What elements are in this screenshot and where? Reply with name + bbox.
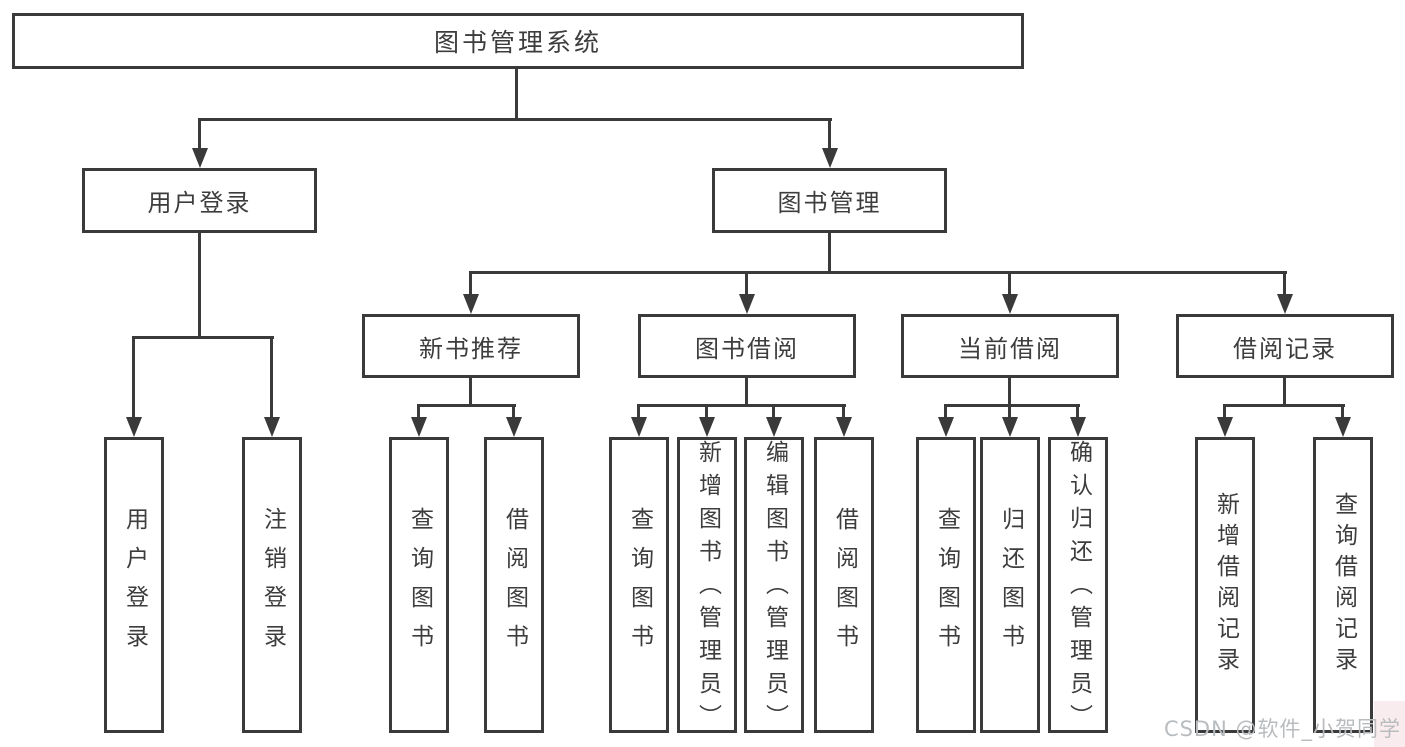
leaf-query-books-current: 查询图书 [916,437,976,733]
node-label: 编辑图书（管理员） [761,440,788,737]
leaf-logout: 注销登录 [242,437,302,733]
node-label: 用户登录 [121,507,148,663]
arrow-down-icon [739,294,755,314]
arrow-down-icon [1335,417,1351,437]
connector-line [745,271,748,299]
node-label: 查询图书 [406,507,433,663]
node-label: 查询图书 [933,507,960,663]
connector-line [1008,378,1011,407]
node-label: 查询图书 [626,507,653,663]
connector-line [270,336,273,419]
leaf-edit-book-admin: 编辑图书（管理员） [744,437,804,737]
connector-line [417,404,420,421]
node-current-borrowing: 当前借阅 [901,314,1119,378]
arrow-down-icon [1002,417,1018,437]
node-label: 新书推荐 [419,334,523,363]
arrow-down-icon [1002,294,1018,314]
arrow-down-icon [192,148,208,168]
connector-line [1076,404,1079,421]
node-label: 借阅记录 [1233,334,1337,363]
leaf-return-book: 归还图书 [980,437,1040,733]
leaf-borrow-books-recommendation: 借阅图书 [484,437,544,733]
arrow-down-icon [836,417,852,437]
node-label: 借阅图书 [501,507,528,663]
node-label: 归还图书 [997,507,1024,663]
connector-line [1223,404,1345,407]
connector-line [637,404,640,421]
node-book-management: 图书管理 [712,168,947,233]
leaf-query-borrow-record: 查询借阅记录 [1313,437,1373,733]
node-label: 新增借阅记录 [1212,492,1239,678]
arrow-down-icon [631,417,647,437]
connector-line [469,271,1287,274]
connector-line [828,118,831,152]
connector-line [198,118,201,152]
connector-line [944,404,947,421]
connector-line [132,336,274,339]
arrow-down-icon [766,417,782,437]
connector-line [772,404,775,421]
connector-line [1341,404,1344,421]
watermark-tint [1374,701,1405,747]
leaf-user-login: 用户登录 [104,437,164,733]
node-new-book-recommendation: 新书推荐 [362,314,580,378]
arrow-down-icon [938,417,954,437]
arrow-down-icon [463,294,479,314]
connector-line [1008,271,1011,299]
arrow-down-icon [822,148,838,168]
connector-line [512,404,515,421]
node-label: 借阅图书 [831,507,858,663]
leaf-add-borrow-record: 新增借阅记录 [1195,437,1255,733]
node-label: 注销登录 [259,507,286,663]
connector-line [469,378,472,407]
connector-line [842,404,845,421]
leaf-query-books-borrowing: 查询图书 [609,437,669,733]
connector-line [1283,271,1286,299]
connector-line [132,336,135,419]
node-book-borrowing: 图书借阅 [638,314,856,378]
csdn-watermark: CSDN @软件_小贺同学 [1163,717,1401,741]
connector-line [469,271,472,299]
connector-line [705,404,708,421]
arrow-down-icon [126,417,142,437]
leaf-query-books-recommendation: 查询图书 [389,437,449,733]
node-label: 新增图书（管理员） [694,440,721,737]
node-label: 图书管理 [777,189,882,217]
arrow-down-icon [411,417,427,437]
connector-line [198,118,832,121]
connector-line [417,404,516,407]
connector-line [1223,404,1226,421]
node-label: 查询借阅记录 [1330,492,1357,678]
node-label: 图书借阅 [695,334,799,363]
connector-line [745,378,748,407]
connector-line [828,233,831,274]
connector-line [515,69,518,118]
node-label: 用户登录 [147,189,252,217]
leaf-add-book-admin: 新增图书（管理员） [677,437,737,737]
arrow-down-icon [264,417,280,437]
connector-line [1283,378,1286,407]
connector-line [1008,404,1011,421]
node-library-management-system: 图书管理系统 [12,13,1024,69]
arrow-down-icon [1277,294,1293,314]
arrow-down-icon [506,417,522,437]
leaf-confirm-return-admin: 确认归还（管理员） [1048,437,1108,737]
node-label: 图书管理系统 [433,28,602,57]
node-user-login: 用户登录 [82,168,317,233]
node-borrowing-records: 借阅记录 [1176,314,1394,378]
connector-line [198,233,201,339]
arrow-down-icon [1070,417,1086,437]
arrow-down-icon [1217,417,1233,437]
arrow-down-icon [699,417,715,437]
node-label: 确认归还（管理员） [1065,440,1092,737]
leaf-borrow-books-borrowing: 借阅图书 [814,437,874,733]
connector-line [944,404,1080,407]
node-label: 当前借阅 [958,334,1062,363]
connector-line [637,404,846,407]
